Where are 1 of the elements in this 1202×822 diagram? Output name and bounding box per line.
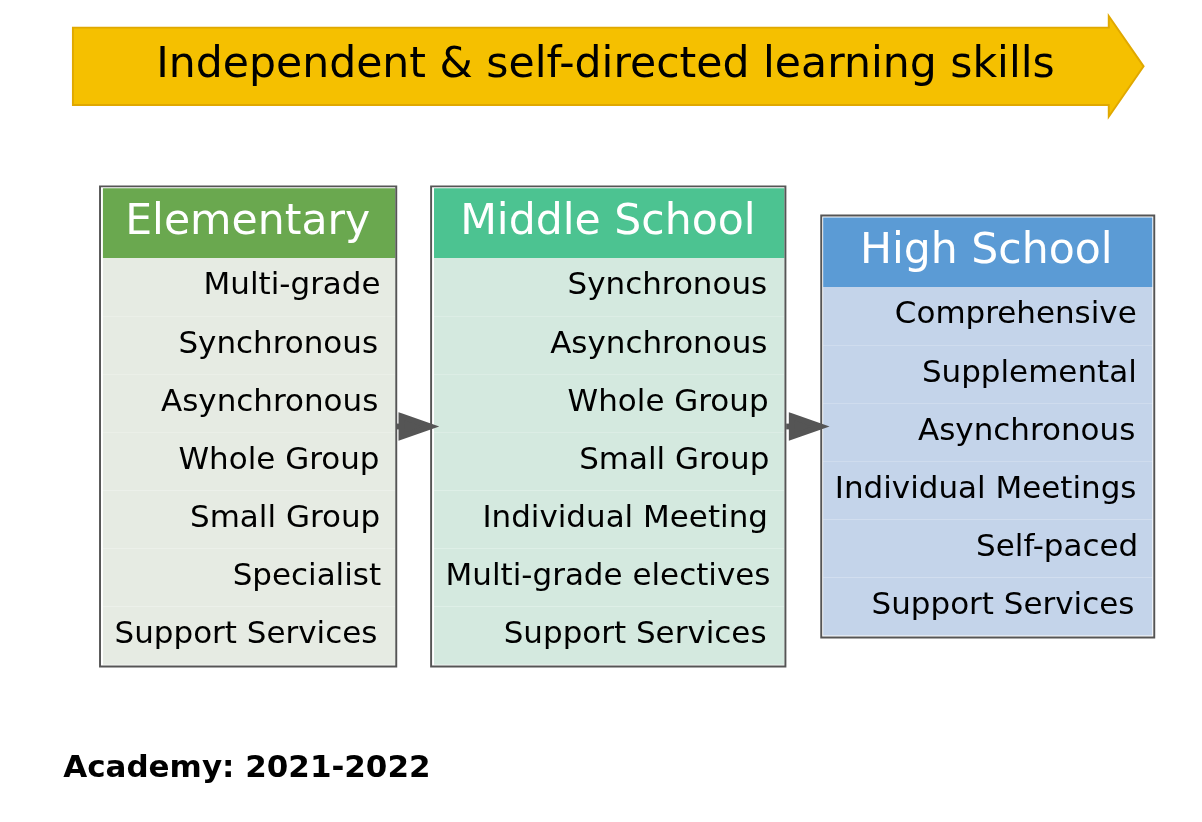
label: Academy: 2021-2022 (63, 747, 431, 784)
